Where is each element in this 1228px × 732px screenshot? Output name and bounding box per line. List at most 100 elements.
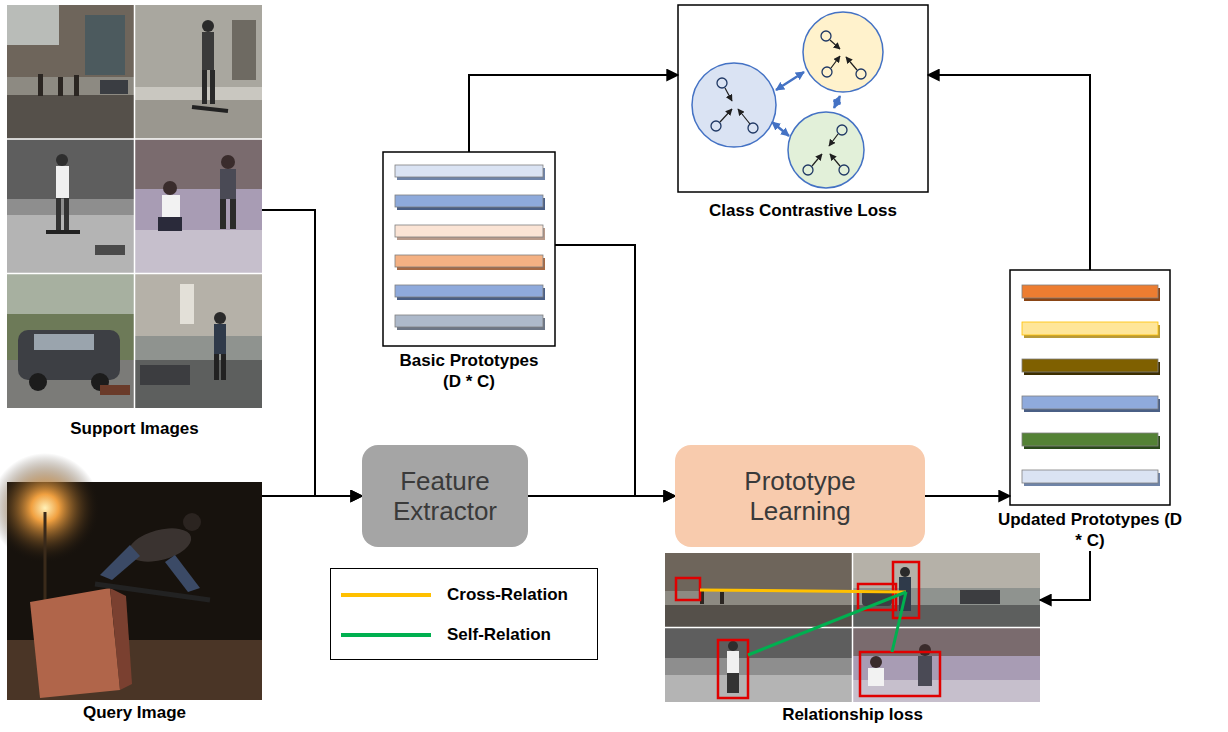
sample-point <box>803 165 813 175</box>
photo <box>135 5 262 139</box>
photo <box>7 139 134 273</box>
prototype-matrix <box>1010 270 1170 505</box>
query-photo <box>30 588 120 698</box>
photo <box>29 373 47 391</box>
query-photo <box>100 545 140 580</box>
photo <box>135 5 262 139</box>
push-arrow <box>834 96 840 108</box>
photo <box>210 70 215 104</box>
photo <box>853 605 1040 627</box>
photo <box>727 673 739 693</box>
detection-box <box>893 562 919 618</box>
prototype-bar <box>1022 322 1158 335</box>
sample-point <box>717 78 727 88</box>
sample-point <box>856 69 866 79</box>
photo <box>7 5 134 77</box>
photo <box>214 354 219 380</box>
photo-gaps <box>665 627 1040 629</box>
photo <box>230 199 236 229</box>
pull-arrow <box>725 88 732 101</box>
photo <box>728 641 738 651</box>
query-photo <box>125 522 195 568</box>
photo <box>7 274 134 408</box>
support-photos <box>7 5 262 408</box>
photo <box>64 198 69 230</box>
photo <box>135 230 262 273</box>
photo-gaps <box>665 553 1040 702</box>
connector-arrow <box>262 210 362 496</box>
photo <box>7 95 134 139</box>
push-arrow <box>772 72 840 136</box>
photo-gaps <box>7 273 262 275</box>
prototype-bar <box>1022 470 1158 483</box>
figure-area <box>383 152 555 346</box>
sample-point <box>839 165 849 175</box>
sample-point <box>748 123 758 133</box>
photo <box>34 334 94 350</box>
photo <box>918 656 932 686</box>
connector-arrow <box>528 495 675 497</box>
query-photo <box>0 453 262 700</box>
support-images: Support Images <box>7 5 262 439</box>
photo <box>720 592 724 604</box>
photo <box>202 20 214 32</box>
prototype-bar <box>395 165 545 330</box>
prototype-bar <box>395 255 543 267</box>
photo <box>221 354 226 380</box>
photo <box>135 274 262 408</box>
photo <box>7 139 134 273</box>
photo <box>665 628 852 702</box>
photo <box>232 20 256 80</box>
photo <box>214 312 226 324</box>
photo <box>140 365 190 385</box>
prototype-bar <box>1022 359 1158 372</box>
photo <box>868 668 884 686</box>
contrastive-loss-panel <box>803 12 883 92</box>
photo <box>74 75 79 96</box>
photo <box>7 5 134 139</box>
connector-arrow <box>1040 551 1090 600</box>
legend-text: Self-Relation <box>447 625 551 645</box>
photo <box>900 567 910 577</box>
sample-point <box>837 125 847 135</box>
photo <box>192 107 228 111</box>
cross-relation-line <box>700 590 906 592</box>
photo <box>56 154 68 166</box>
photo <box>38 74 43 96</box>
legend-text: Cross-Relation <box>447 585 568 605</box>
photo <box>135 100 262 139</box>
prototype-matrix <box>383 152 555 346</box>
legend-row: Self-Relation <box>341 615 597 655</box>
prototype-bar <box>1022 433 1158 446</box>
figure-area <box>7 482 262 700</box>
pull-arrow <box>830 40 840 49</box>
node-label: Class Contrastive Loss <box>678 200 928 221</box>
photo <box>220 169 236 199</box>
photo-gaps <box>7 138 262 140</box>
photo <box>853 553 1040 627</box>
detection-box <box>860 652 940 696</box>
contrastive-loss-panel <box>678 5 928 192</box>
photo <box>7 274 134 408</box>
photo <box>180 284 194 324</box>
photo <box>135 139 262 273</box>
prototype-bar <box>395 315 543 327</box>
prototype-matrix <box>383 152 555 346</box>
box-text: Prototype Learning <box>713 466 888 526</box>
photo <box>135 139 262 189</box>
connector-arrow <box>928 75 1090 270</box>
photo <box>202 70 207 104</box>
prototype-bar <box>1022 285 1158 298</box>
photo <box>665 628 852 702</box>
node-label: Relationship loss <box>665 704 1040 725</box>
sample-point <box>711 121 721 131</box>
figure-area <box>1010 270 1170 505</box>
pull-arrow <box>720 109 732 122</box>
photo <box>7 215 134 273</box>
photo <box>7 274 134 314</box>
photo <box>163 181 177 195</box>
legend-box: Cross-RelationSelf-Relation <box>330 568 598 660</box>
